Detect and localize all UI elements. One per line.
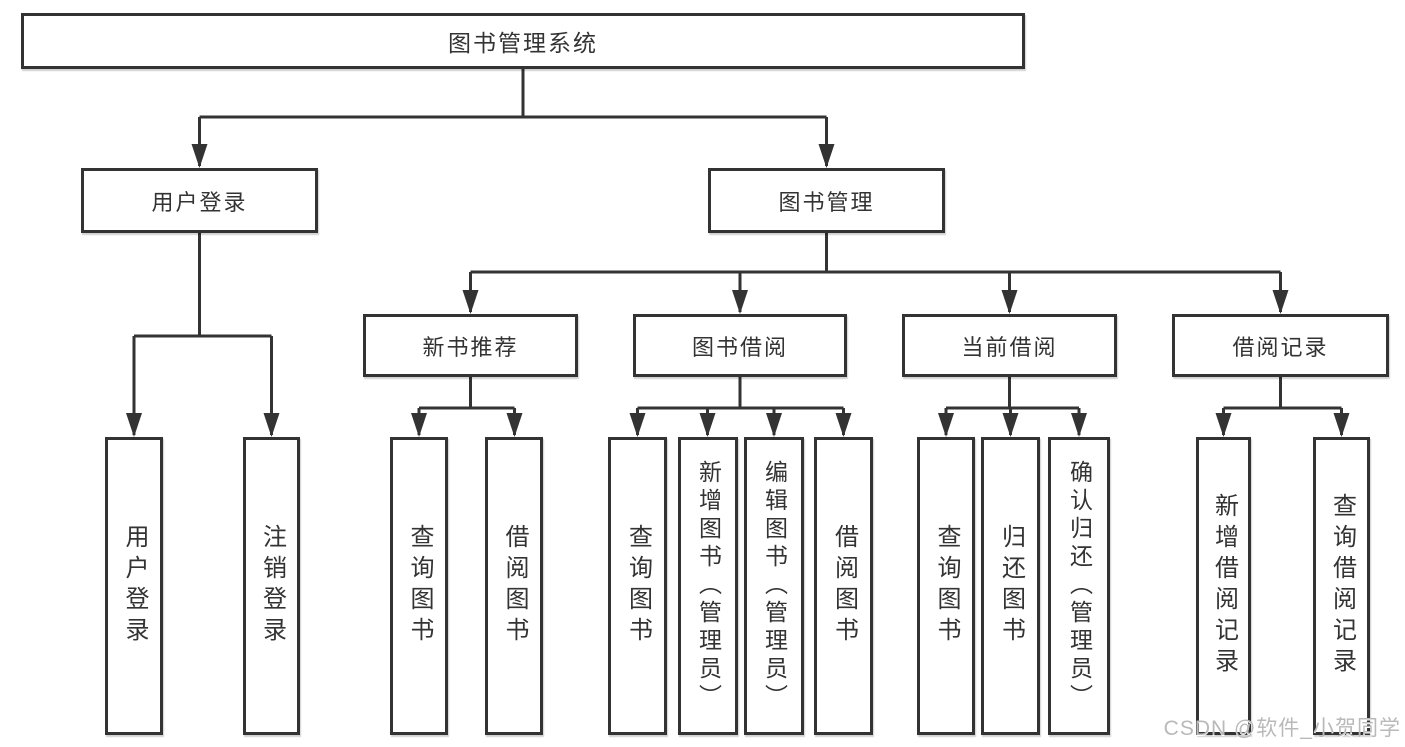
node-leaf-user-login: 用户登录 [105, 437, 163, 735]
node-leaf-return-books: 归还图书 [981, 437, 1040, 735]
node-leaf-query-borrow-record: 查询借阅记录 [1313, 437, 1370, 735]
csdn-watermark: CSDN @软件_小贺同学 [1163, 717, 1401, 740]
node-leaf-query-books-3-label: 查询图书 [933, 524, 960, 648]
node-leaf-borrow-books-2-label: 借阅图书 [830, 524, 858, 648]
node-leaf-logout-label: 注销登录 [258, 524, 286, 648]
node-leaf-query-books-1: 查询图书 [390, 437, 448, 735]
node-new-book-recommend: 新书推荐 [363, 314, 578, 377]
node-leaf-query-borrow-record-label: 查询借阅记录 [1328, 493, 1356, 679]
node-leaf-return-books-label: 归还图书 [997, 524, 1025, 648]
node-leaf-add-book-admin: 新增图书（管理员） [678, 437, 738, 735]
node-leaf-edit-book-admin: 编辑图书（管理员） [744, 437, 804, 735]
node-leaf-query-books-1-label: 查询图书 [406, 524, 433, 648]
node-leaf-add-book-admin-label: 新增图书（管理员） [695, 460, 722, 712]
node-leaf-user-login-label: 用户登录 [121, 524, 148, 648]
arrowheads [126, 144, 1350, 437]
node-library-system: 图书管理系统 [21, 13, 1025, 69]
node-book-management: 图书管理 [708, 168, 945, 233]
node-leaf-query-books-2-label: 查询图书 [624, 524, 652, 648]
node-leaf-borrow-books-1: 借阅图书 [485, 437, 543, 735]
node-leaf-query-books-2: 查询图书 [608, 437, 667, 735]
node-book-borrowing: 图书借阅 [633, 314, 847, 377]
node-borrowing-records: 借阅记录 [1172, 314, 1389, 377]
node-leaf-confirm-return-admin-label: 确认归还（管理员） [1066, 460, 1093, 712]
node-leaf-borrow-books-2: 借阅图书 [814, 437, 873, 735]
node-leaf-edit-book-admin-label: 编辑图书（管理员） [761, 460, 788, 712]
node-leaf-confirm-return-admin: 确认归还（管理员） [1048, 437, 1110, 735]
node-leaf-borrow-books-1-label: 借阅图书 [501, 524, 528, 648]
node-leaf-logout: 注销登录 [243, 437, 300, 735]
node-leaf-add-borrow-record-label: 新增借阅记录 [1210, 493, 1238, 679]
node-user-login: 用户登录 [81, 168, 318, 233]
node-leaf-query-books-3: 查询图书 [917, 437, 975, 735]
node-leaf-add-borrow-record: 新增借阅记录 [1196, 437, 1251, 735]
node-current-borrowing: 当前借阅 [902, 314, 1117, 377]
